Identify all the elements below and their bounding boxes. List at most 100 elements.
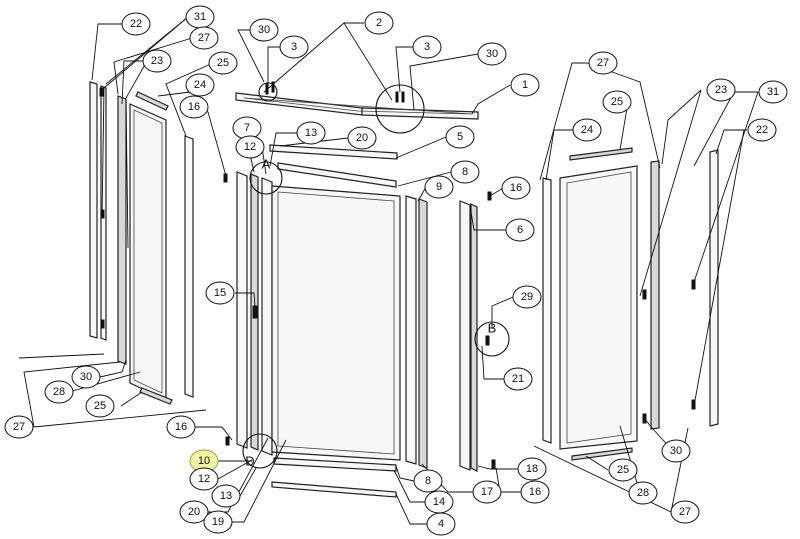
callout-balloon-b12a: 12 [235,135,265,159]
callout-balloon-b31a: 31 [185,5,215,29]
magnet-profile-inner [470,203,478,472]
screw-top-d [401,91,405,103]
callout-balloon-b15: 15 [205,281,235,305]
balloon-number: 23 [715,84,727,96]
balloon-circle [758,80,788,104]
balloon-circle [185,73,215,97]
balloon-circle [450,160,480,184]
callout-balloon-b19: 19 [203,510,233,534]
balloon-number: 25 [217,57,229,69]
balloon-number: 15 [214,287,226,299]
door-glass-inner [277,191,395,455]
callout-balloon-b29: 29 [512,285,542,309]
top-header-inner [243,97,473,115]
balloon-number: 7 [244,122,250,134]
screw-top-c [395,91,399,103]
balloon-number: 31 [767,86,779,98]
callout-balloon-b27a: 27 [189,26,219,50]
callout-balloon-b2: 2 [364,11,394,35]
balloon-circle [503,367,533,391]
balloon-circle [208,51,238,75]
right-bottom-seal [571,447,633,461]
callout-balloon-b5: 5 [445,125,475,149]
balloon-circle [235,135,265,159]
balloon-circle [279,35,309,59]
door-top-rail [269,144,398,160]
callout-balloon-b4: 4 [426,512,456,536]
balloon-circle [347,126,377,150]
balloon-number: 30 [486,48,498,60]
balloon-number: 25 [611,96,623,108]
balloon-number: 19 [212,516,224,528]
balloon-circle [520,480,550,504]
parts [89,81,719,498]
balloon-circle [166,415,196,439]
balloon-circle [85,394,115,418]
balloon-number: 25 [94,400,106,412]
callout-balloon-b7: 7 [232,116,262,140]
balloon-number: 16 [175,421,187,433]
balloon-number: 20 [188,506,200,518]
balloon-circle [588,51,618,75]
detail-circle-d [242,433,278,469]
balloon-circle [211,484,241,508]
balloon-circle [424,490,454,514]
balloon-number: 3 [291,41,297,53]
callout-balloon-b22a: 22 [121,12,151,36]
balloon-number: 5 [457,131,463,143]
callout-balloon-b27d: 27 [670,500,700,524]
callout-balloon-b22b: 22 [747,118,777,142]
balloon-number: 25 [617,464,629,476]
balloon-circle [510,73,540,97]
callout-balloon-b25b: 25 [85,394,115,418]
balloon-number: 13 [220,490,232,502]
right-panel-frame [650,160,660,430]
balloon-number: 27 [679,506,691,518]
balloon-number: 2 [376,17,382,29]
callout-balloon-b13b: 13 [211,484,241,508]
balloon-circle [608,458,638,482]
callout-balloon-b10: 10 [189,449,219,473]
callout-balloon-b28a: 28 [44,380,74,404]
balloon-number: 30 [258,24,270,36]
screw-right-16 [487,191,492,201]
balloon-number: 16 [510,182,522,194]
balloon-number: 12 [244,141,256,153]
screw-left-bot [100,319,105,329]
balloon-number: 27 [198,32,210,44]
balloon-circle [296,121,326,145]
balloon-circle [661,439,691,463]
screw-right-a [691,279,696,290]
callout-balloon-b16d: 16 [520,480,550,504]
balloon-circle [501,176,531,200]
callout-balloon-b3a: 3 [279,35,309,59]
balloon-circle [249,18,279,42]
balloon-circle [44,380,74,404]
callout-balloon-b20b: 20 [179,500,209,524]
left-glass-panel [129,103,167,401]
balloon-number: 4 [438,518,444,530]
detail-labels: A B D [245,157,496,469]
callout-balloon-b16a: 16 [179,95,209,119]
callout-balloon-b9: 9 [424,175,454,199]
balloon-circle [71,365,101,389]
callout-balloon-b31b: 31 [758,80,788,104]
callout-balloon-b27c: 27 [588,51,618,75]
door-hinge-stile [261,177,273,456]
handle-15 [252,305,258,319]
left-glass-inner [133,109,163,394]
balloon-number: 13 [305,127,317,139]
callout-balloon-b16c: 16 [166,415,196,439]
callout-balloon-b23b: 23 [706,78,736,102]
screw-bot-16 [491,459,496,469]
balloon-number: 27 [13,421,25,433]
callout-balloon-b12b: 12 [189,467,219,491]
left-wall-profile [89,81,98,339]
screw-handle [485,335,490,346]
door-glass [271,185,401,461]
door-right-stile-inner [418,198,428,469]
balloon-number: 30 [670,445,682,457]
balloon-circle [602,90,632,114]
magnet-profile [459,200,471,471]
